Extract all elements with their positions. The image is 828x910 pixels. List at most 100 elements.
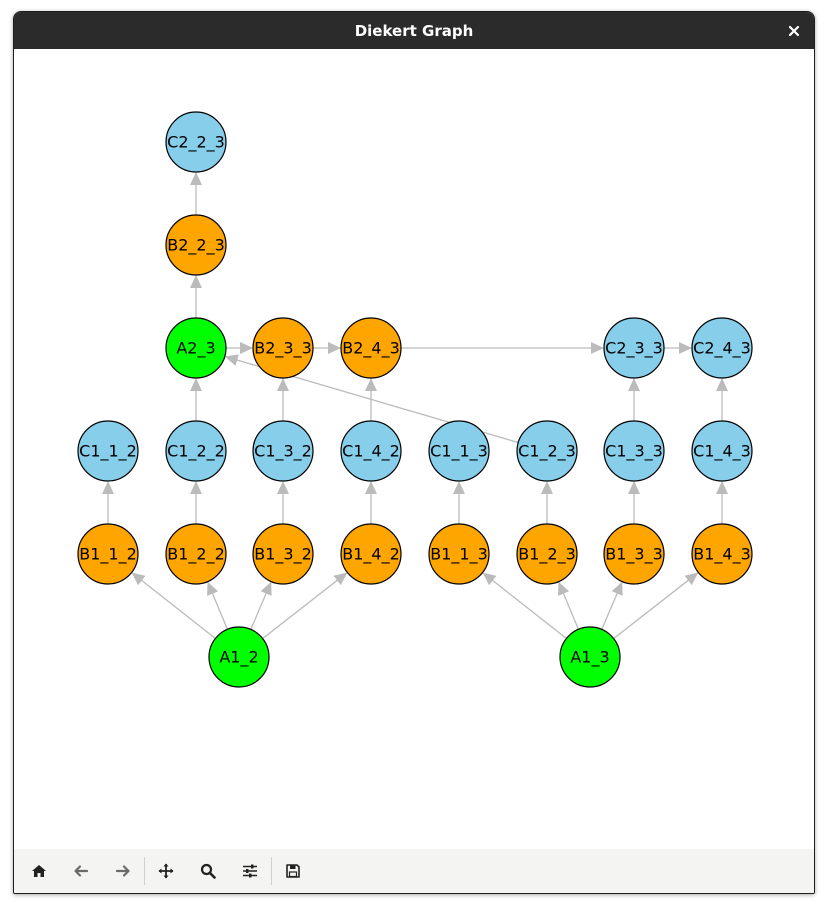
forward-button[interactable] [102,854,144,888]
node-B1_2_2: B1_2_2 [165,523,227,585]
node-B1_3_3: B1_3_3 [603,523,665,585]
node-circle [691,317,753,379]
home-button[interactable] [18,854,60,888]
node-label: B1_1_3 [430,545,488,565]
node-label: C1_2_3 [518,442,576,462]
node-B1_4_3: B1_4_3 [691,523,753,585]
node-label: A1_2 [219,648,258,668]
edge-A1_3-to-B1_1_3 [482,572,567,639]
node-label: B2_3_3 [254,339,312,359]
node-label: B1_3_3 [605,545,663,565]
node-circle [516,523,578,585]
node-circle [252,317,314,379]
magnifier-icon [200,863,216,879]
node-label: B1_3_2 [254,545,312,565]
node-label: B2_2_3 [167,236,225,256]
pan-button[interactable] [145,854,187,888]
node-circle [252,523,314,585]
node-B1_1_3: B1_1_3 [428,523,490,585]
edge-A1_2-to-B1_1_2 [131,572,216,639]
node-label: B1_4_2 [342,545,400,565]
node-C1_1_2: C1_1_2 [77,420,139,482]
node-C2_3_3: C2_3_3 [603,317,665,379]
node-circle [165,111,227,173]
back-button[interactable] [60,854,102,888]
node-circle [603,317,665,379]
edge-A1_2-to-B1_3_2 [250,581,272,630]
edge-A1_3-to-B1_4_3 [613,572,699,640]
diekert-graph: C2_2_3B2_2_3A2_3 B2_3_3 B2_4_3 C2_3_3 C2_4_3… [77,111,753,688]
move-icon [158,863,174,879]
floppy-disk-icon [286,864,300,878]
node-circle [603,523,665,585]
node-label: B2_4_3 [342,339,400,359]
node-label: C1_4_2 [342,442,400,462]
edge-A1_2-to-B1_4_2 [262,572,348,640]
node-label: C2_2_3 [167,133,225,153]
node-label: B1_4_3 [693,545,751,565]
node-A1_3: A1_3 [559,626,621,688]
node-C1_2_2: C1_2_2 [165,420,227,482]
node-label: B1_2_2 [167,545,225,565]
sliders-icon [243,864,257,878]
node-circle [77,523,139,585]
save-button[interactable] [272,854,314,888]
node-C1_3_3: C1_3_3 [603,420,665,482]
node-circle [516,420,578,482]
node-label: B1_1_2 [79,545,137,565]
node-circle [428,420,490,482]
node-B1_3_2: B1_3_2 [252,523,314,585]
node-circle [165,523,227,585]
arrow-left-icon [74,865,89,877]
node-label: A2_3 [176,339,215,359]
node-B1_1_2: B1_1_2 [77,523,139,585]
arrow-right-icon [115,865,130,877]
window-title: Diekert Graph [354,21,474,40]
edge-A1_3-to-B1_3_3 [601,581,623,630]
zoom-button[interactable] [187,854,229,888]
node-label: C1_4_3 [693,442,751,462]
node-B2_3_3: B2_3_3 [252,317,314,379]
node-label: C1_2_2 [167,442,225,462]
node-label: B1_2_3 [518,545,576,565]
nodes: C2_2_3B2_2_3A2_3 B2_3_3 B2_4_3 C2_3_3 C2_4_3… [77,111,753,688]
node-B2_2_3: B2_2_3 [165,214,227,276]
node-label: C2_4_3 [693,339,751,359]
node-B1_4_2: B1_4_2 [340,523,402,585]
node-circle [165,317,227,379]
node-B1_2_3: B1_2_3 [516,523,578,585]
node-label: C1_1_2 [79,442,137,462]
edge-A1_3-to-B1_2_3 [558,581,580,630]
node-A2_3: A2_3 [165,317,227,379]
node-circle [77,420,139,482]
node-A1_2: A1_2 [208,626,270,688]
node-C2_4_3: C2_4_3 [691,317,753,379]
node-circle [340,317,402,379]
node-C1_4_2: C1_4_2 [340,420,402,482]
node-circle [165,214,227,276]
node-circle [165,420,227,482]
toolbar-separator [271,857,272,885]
node-circle [691,523,753,585]
node-circle [340,420,402,482]
node-label: A1_3 [570,648,609,668]
node-circle [340,523,402,585]
node-circle [252,420,314,482]
node-label: C1_1_3 [430,442,488,462]
node-C1_1_3: C1_1_3 [428,420,490,482]
edge-A1_2-to-B1_2_2 [207,581,229,630]
node-C2_2_3: C2_2_3 [165,111,227,173]
navigation-toolbar [14,849,814,893]
close-icon [788,25,800,37]
node-circle [208,626,270,688]
node-B2_4_3: B2_4_3 [340,317,402,379]
close-button[interactable] [784,21,804,41]
node-C1_2_3: C1_2_3 [516,420,578,482]
toolbar-separator [144,857,145,885]
node-C1_3_2: C1_3_2 [252,420,314,482]
title-bar[interactable]: Diekert Graph [14,12,814,49]
configure-subplots-button[interactable] [229,854,271,888]
node-circle [691,420,753,482]
